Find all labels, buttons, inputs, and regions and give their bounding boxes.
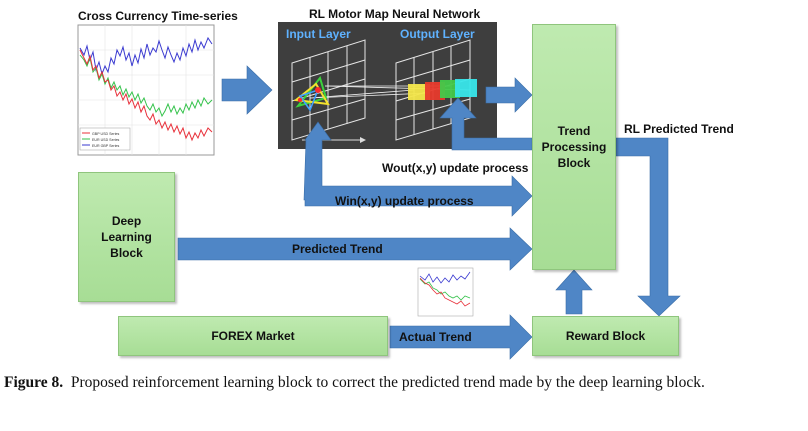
arrow-output-to-trend [485,77,533,113]
output-layer-label: Output Layer [400,27,475,41]
figure-caption-text: Proposed reinforcement learning block to… [70,374,705,391]
output-cube-yellow [408,84,430,100]
timeseries-title: Cross Currency Time-series [78,9,238,23]
predicted-trend-label: Predicted Trend [292,242,383,256]
trend-processing-block: Trend Processing Block [532,24,616,270]
actual-trend-label: Actual Trend [399,330,472,344]
arrow-predicted-trend [177,227,533,271]
actual-trend-mini-chart [417,267,474,317]
arrow-series-to-network [221,65,273,115]
series-red-line [79,49,213,142]
arrow-reward-to-trend [555,269,593,315]
arrow-wout-update [439,97,533,151]
legend-entry: EUR GBP Series [92,144,119,148]
diagram-canvas: GBP USD Series EUR USD Series EUR GBP Se… [77,22,681,360]
input-layer-label: Input Layer [286,27,351,41]
legend-entry: GBP USD Series [92,132,119,136]
series-green-line [79,54,213,118]
arrow-actual-trend [389,314,533,360]
win-update-label: Win(x,y) update process [335,194,474,208]
forex-market-label: FOREX Market [211,329,295,343]
figure-caption: Figure 8. Proposed reinforcement learnin… [4,372,804,394]
input-triangle-yellow [293,82,330,106]
legend-entry: EUR USD Series [92,138,120,142]
trend-processing-label: Trend Processing Block [541,124,607,170]
arrow-rl-predicted-trend [615,137,681,317]
deep-learning-label: Deep Learning Block [101,214,152,260]
rl-predicted-trend-label: RL Predicted Trend [624,122,734,136]
wout-update-label: Wout(x,y) update process [382,161,529,175]
network-title: RL Motor Map Neural Network [309,7,481,21]
reward-block-label: Reward Block [565,329,646,343]
timeseries-chart-image: GBP USD Series EUR USD Series EUR GBP Se… [77,24,215,156]
deep-learning-block: Deep Learning Block [78,172,175,302]
output-cube-cyan [455,79,477,97]
input-triangle-blue [298,88,320,112]
forex-market-block: FOREX Market [118,316,388,356]
figure-label: Figure 8. [4,374,64,391]
reward-block: Reward Block [532,316,679,356]
chart-legend-box [79,127,131,151]
